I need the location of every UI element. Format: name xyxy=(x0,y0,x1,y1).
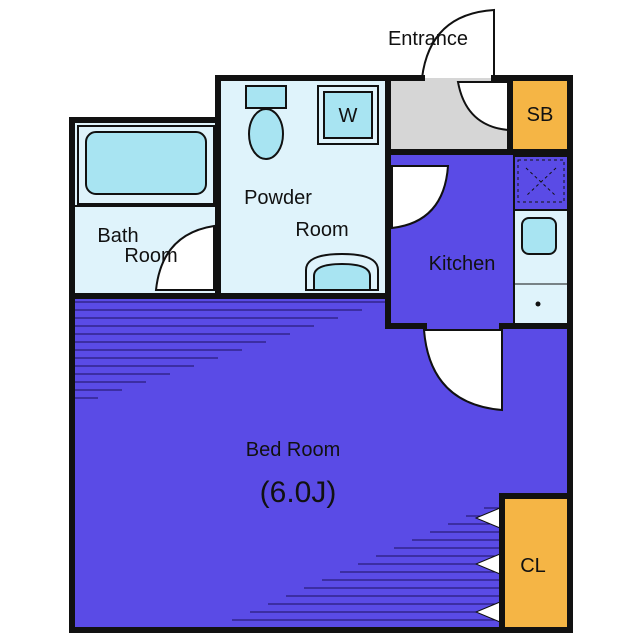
bath-room-label-2: Room xyxy=(124,245,177,267)
bath-door xyxy=(154,224,215,291)
bed-room-label: Bed Room xyxy=(246,439,341,461)
sink-icon xyxy=(305,252,379,291)
powder-room-label: Powder xyxy=(244,187,312,209)
washer-label: W xyxy=(339,105,358,127)
powder-room-label-2: Room xyxy=(295,219,348,241)
closet-label: CL xyxy=(520,555,546,577)
entrance-label: Entrance xyxy=(388,28,468,50)
closet xyxy=(502,496,570,628)
washing-machine-icon: W xyxy=(317,85,379,145)
kitchen-label: Kitchen xyxy=(429,253,496,275)
toilet-icon xyxy=(245,85,287,160)
shoe-box xyxy=(510,78,570,152)
entrance-door xyxy=(421,8,495,79)
walls xyxy=(69,75,573,633)
partitions xyxy=(73,205,216,420)
bed-room-size: (6.0J) xyxy=(260,476,337,509)
shoe-box-label: SB xyxy=(527,104,554,126)
floor-hatch xyxy=(74,301,500,621)
kitchen-counter xyxy=(513,155,569,325)
bed-room-door xyxy=(422,329,503,412)
bath-room-label: Bath xyxy=(97,225,138,247)
powder-room-door xyxy=(391,165,450,230)
bathtub-icon xyxy=(77,125,215,205)
